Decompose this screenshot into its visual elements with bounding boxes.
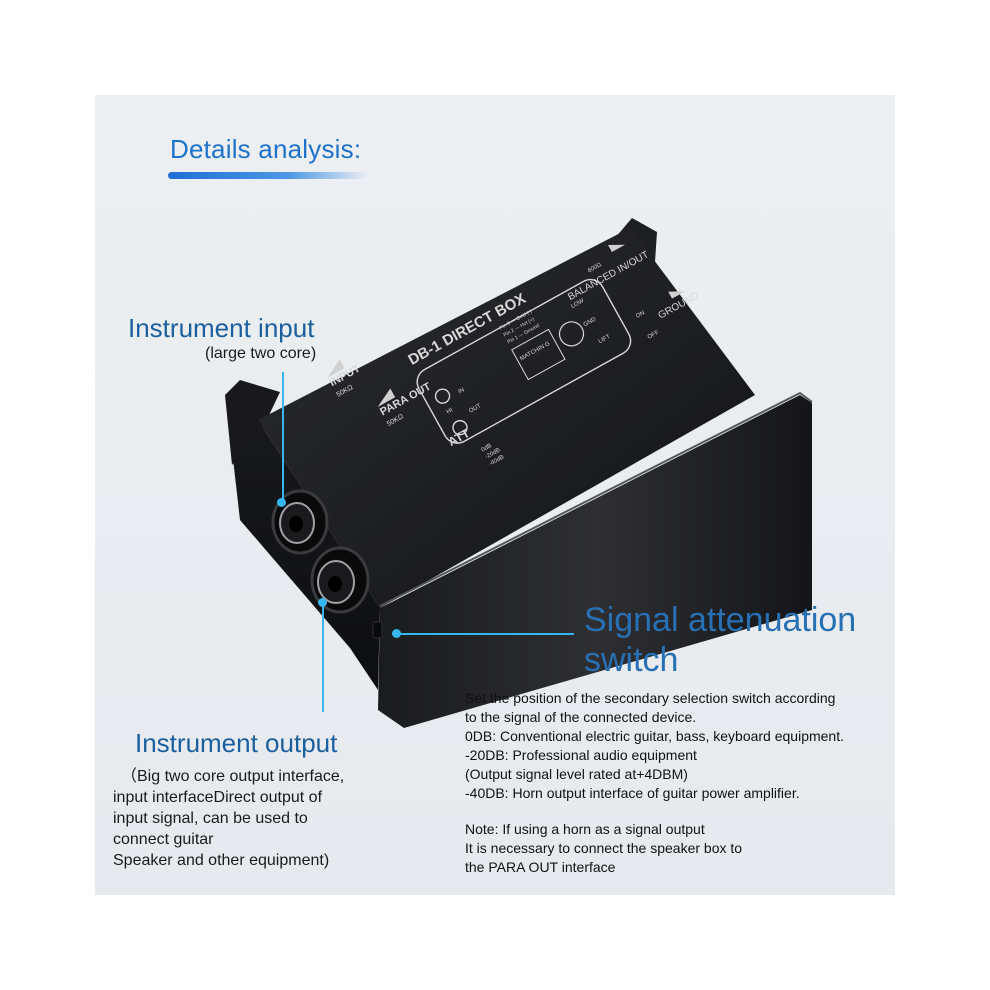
signal-desc-line: 0DB: Conventional electric guitar, bass,…: [465, 728, 844, 744]
hi-label: HI: [446, 407, 454, 415]
signal-attenuation-title-line: switch: [584, 641, 679, 679]
switch-callout-dot: [392, 629, 401, 638]
input-arrow-icon: [327, 359, 345, 378]
matching-transformer-box: [511, 328, 566, 381]
para-out-arrow-icon: [377, 388, 396, 407]
instrument-output-desc-line: Speaker and other equipment): [113, 852, 330, 869]
on-label: ON: [635, 310, 646, 320]
signal-attenuation-title: Signal attenuation switch: [584, 600, 856, 680]
att-level-0: 0dB: [481, 443, 493, 453]
signal-attenuation-title-line: Signal attenuation: [584, 601, 857, 639]
output-callout-dot: [318, 598, 327, 607]
att-switch: [372, 621, 383, 639]
signal-desc-line: to the signal of the connected device.: [465, 709, 697, 725]
input-jack: [271, 489, 329, 555]
instrument-output-desc-line: connect guitar: [113, 831, 214, 848]
device-side-plate: [378, 395, 812, 728]
instrument-output-desc-line: （Big two core output interface,: [121, 768, 345, 785]
off-label: OFF: [647, 330, 661, 341]
ground-arrow-icon: [668, 291, 686, 299]
in-label: IN: [458, 387, 466, 395]
instrument-output-desc-line: input signal, can be used to: [113, 810, 308, 827]
device-front-face: [232, 420, 380, 690]
signal-desc-line: -40DB: Horn output interface of guitar p…: [465, 785, 800, 801]
signal-note-line: Note: If using a horn as a signal output: [465, 821, 705, 837]
signal-desc-line: -20DB: Professional audio equipment: [465, 747, 697, 763]
instrument-input-title: Instrument input: [128, 313, 315, 343]
instrument-output-desc-line: input interfaceDirect output of: [113, 789, 323, 806]
switch-callout-line: [396, 633, 574, 635]
out-label: OUT: [468, 403, 482, 415]
input-callout-line: [282, 372, 284, 505]
signal-note-line: the PARA OUT interface: [465, 859, 616, 875]
signal-desc-line: (Output signal level rated at+4DBM): [465, 766, 688, 782]
para-out-jack: [310, 546, 370, 614]
balanced-arrow-icon: [608, 244, 626, 252]
signal-note-line: It is necessary to connect the speaker b…: [465, 840, 743, 856]
output-callout-line: [322, 603, 324, 712]
input-callout-dot: [277, 498, 286, 507]
page-heading: Details analysis:: [170, 134, 362, 164]
heading-underline: [168, 172, 368, 179]
lift-label: LIFT: [598, 334, 612, 345]
instrument-input-subtitle: (large two core): [205, 345, 317, 362]
instrument-output-title: Instrument output: [135, 728, 338, 758]
signal-desc-line: Set the position of the secondary select…: [465, 690, 836, 706]
circuit-diagram-frame: [416, 278, 632, 444]
